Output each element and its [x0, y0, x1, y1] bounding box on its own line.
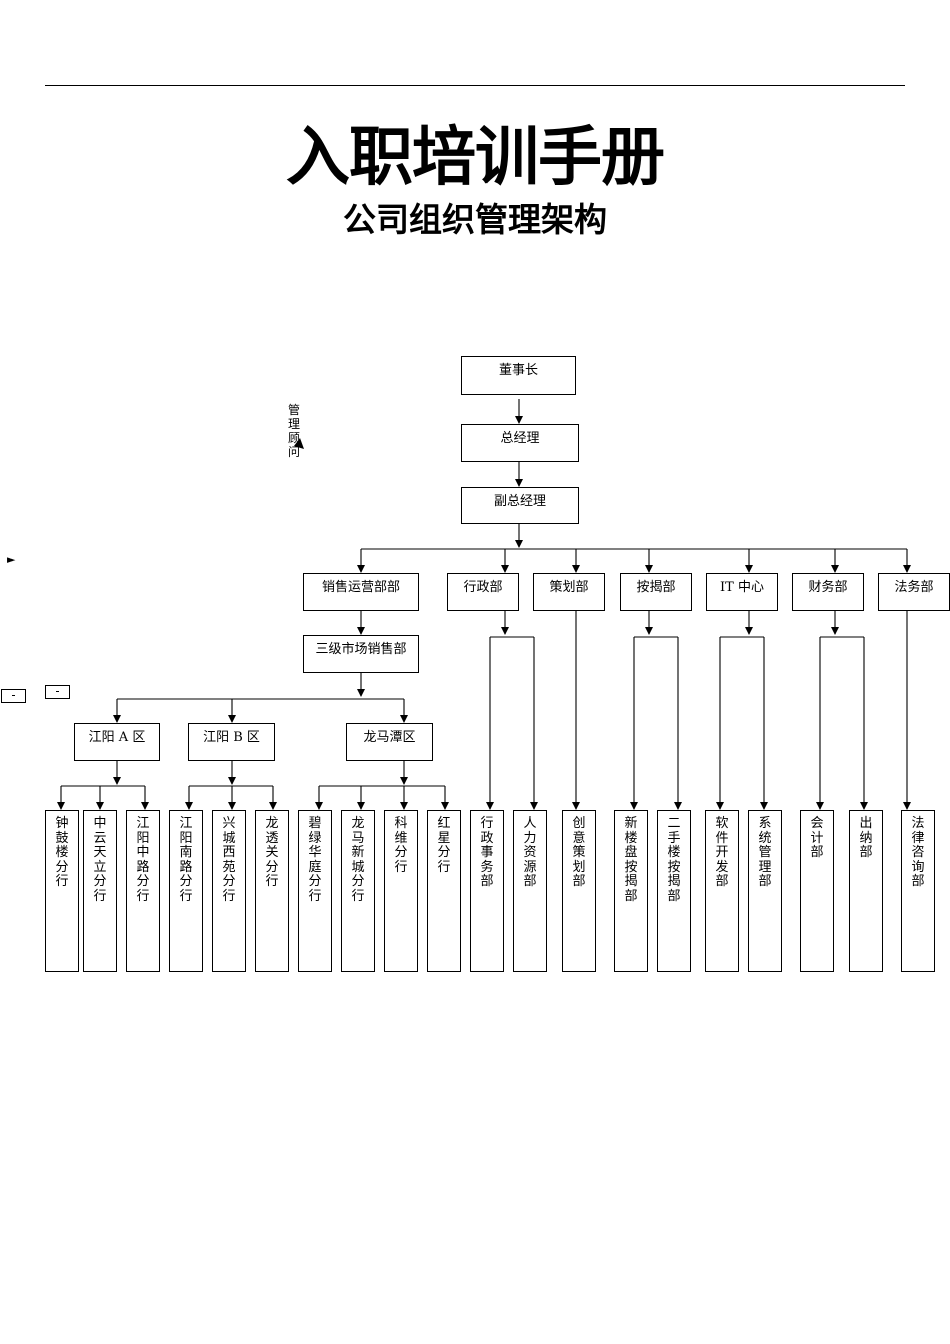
unit-branch: 中云天立分行	[83, 810, 117, 972]
unit-department: 人力资源部	[513, 810, 547, 972]
unit-label: 二手楼按揭部	[667, 816, 681, 904]
unit-label: 行政事务部	[480, 816, 494, 890]
document-title: 入职培训手册	[286, 121, 665, 195]
dept-finance: 财务部	[792, 573, 864, 611]
unit-branch: 碧绿华庭分行	[298, 810, 332, 972]
unit-label: 科维分行	[394, 816, 408, 875]
management-advisor-label: 管理顾问	[287, 403, 300, 459]
dept-mortgage: 按揭部	[620, 573, 692, 611]
unit-label: 中云天立分行	[93, 816, 107, 904]
node-general-manager: 总经理	[461, 424, 579, 462]
node-deputy-general-manager: 副总经理	[461, 487, 579, 524]
unit-branch: 龙马新城分行	[341, 810, 375, 972]
unit-label: 钟鼓楼分行	[55, 816, 69, 890]
stray-box-left	[1, 689, 26, 703]
dept-sales-operations: 销售运营部部	[303, 573, 419, 611]
unit-branch: 江阳中路分行	[126, 810, 160, 972]
unit-label: 出纳部	[859, 816, 873, 861]
unit-label: 兴城西苑分行	[222, 816, 236, 904]
unit-label: 龙马新城分行	[351, 816, 365, 904]
dept-legal: 法务部	[878, 573, 950, 611]
unit-label: 法律咨询部	[911, 816, 925, 890]
unit-department: 二手楼按揭部	[657, 810, 691, 972]
unit-label: 龙透关分行	[265, 816, 279, 890]
unit-department: 出纳部	[849, 810, 883, 972]
unit-label: 软件开发部	[715, 816, 729, 890]
stray-box-right	[45, 685, 70, 699]
region-jiangyang-a: 江阳 A 区	[74, 723, 160, 761]
unit-department: 行政事务部	[470, 810, 504, 972]
unit-label: 江阳中路分行	[136, 816, 150, 904]
unit-department: 法律咨询部	[901, 810, 935, 972]
region-jiangyang-b: 江阳 B 区	[188, 723, 275, 761]
dept-admin: 行政部	[447, 573, 519, 611]
dept-it-center: IT 中心	[706, 573, 778, 611]
unit-label: 会计部	[810, 816, 824, 861]
unit-label: 江阳南路分行	[179, 816, 193, 904]
unit-branch: 科维分行	[384, 810, 418, 972]
unit-branch: 江阳南路分行	[169, 810, 203, 972]
document-subtitle: 公司组织管理架构	[343, 200, 607, 239]
node-tertiary-market-sales: 三级市场销售部	[303, 635, 419, 673]
unit-department: 创意策划部	[562, 810, 596, 972]
dept-planning: 策划部	[533, 573, 605, 611]
unit-label: 系统管理部	[758, 816, 772, 890]
unit-department: 系统管理部	[748, 810, 782, 972]
unit-branch: 龙透关分行	[255, 810, 289, 972]
unit-branch: 钟鼓楼分行	[45, 810, 79, 972]
unit-label: 创意策划部	[572, 816, 586, 890]
header-rule	[45, 85, 905, 86]
unit-label: 新楼盘按揭部	[624, 816, 638, 904]
unit-department: 新楼盘按揭部	[614, 810, 648, 972]
unit-label: 碧绿华庭分行	[308, 816, 322, 904]
unit-label: 人力资源部	[523, 816, 537, 890]
node-chairman: 董事长	[461, 356, 576, 395]
region-longmatan: 龙马潭区	[346, 723, 433, 761]
unit-branch: 红星分行	[427, 810, 461, 972]
unit-department: 会计部	[800, 810, 834, 972]
unit-label: 红星分行	[437, 816, 451, 875]
unit-branch: 兴城西苑分行	[212, 810, 246, 972]
side-arrow-icon: ►	[7, 553, 16, 566]
unit-department: 软件开发部	[705, 810, 739, 972]
